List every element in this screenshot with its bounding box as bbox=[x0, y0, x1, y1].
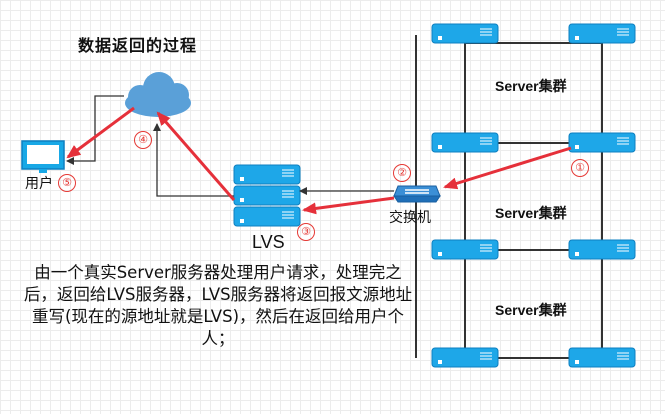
step-badge-1: ① bbox=[571, 159, 589, 177]
cluster-label: Server集群 bbox=[495, 205, 567, 221]
server-node bbox=[431, 23, 499, 44]
lvs-label: LVS bbox=[252, 232, 285, 252]
cluster-label: Server集群 bbox=[495, 78, 567, 94]
diagram-title: 数据返回的过程 bbox=[78, 36, 198, 55]
user-label: 用户 bbox=[25, 176, 53, 192]
step-badge-3: ③ bbox=[297, 223, 315, 241]
user-monitor-icon bbox=[21, 140, 65, 173]
switch-icon bbox=[393, 185, 441, 203]
lvs-server-icon bbox=[233, 164, 301, 227]
return-arrows bbox=[66, 106, 572, 215]
server-node bbox=[568, 239, 636, 260]
server-node bbox=[568, 132, 636, 153]
connector-lines bbox=[66, 95, 394, 197]
step-badge-2: ② bbox=[393, 164, 411, 182]
step-badge-4: ④ bbox=[134, 131, 152, 149]
cloud-icon bbox=[125, 72, 191, 117]
server-node bbox=[568, 23, 636, 44]
server-node bbox=[431, 239, 499, 260]
switch-label: 交换机 bbox=[389, 210, 431, 226]
description-text: 由一个真实Server服务器处理用户请求，处理完之后，返回给LVS服务器，LVS… bbox=[23, 263, 413, 348]
server-node bbox=[431, 347, 499, 368]
cluster-label: Server集群 bbox=[495, 302, 567, 318]
step-badge-5: ⑤ bbox=[58, 174, 76, 192]
server-node bbox=[431, 132, 499, 153]
server-node bbox=[568, 347, 636, 368]
